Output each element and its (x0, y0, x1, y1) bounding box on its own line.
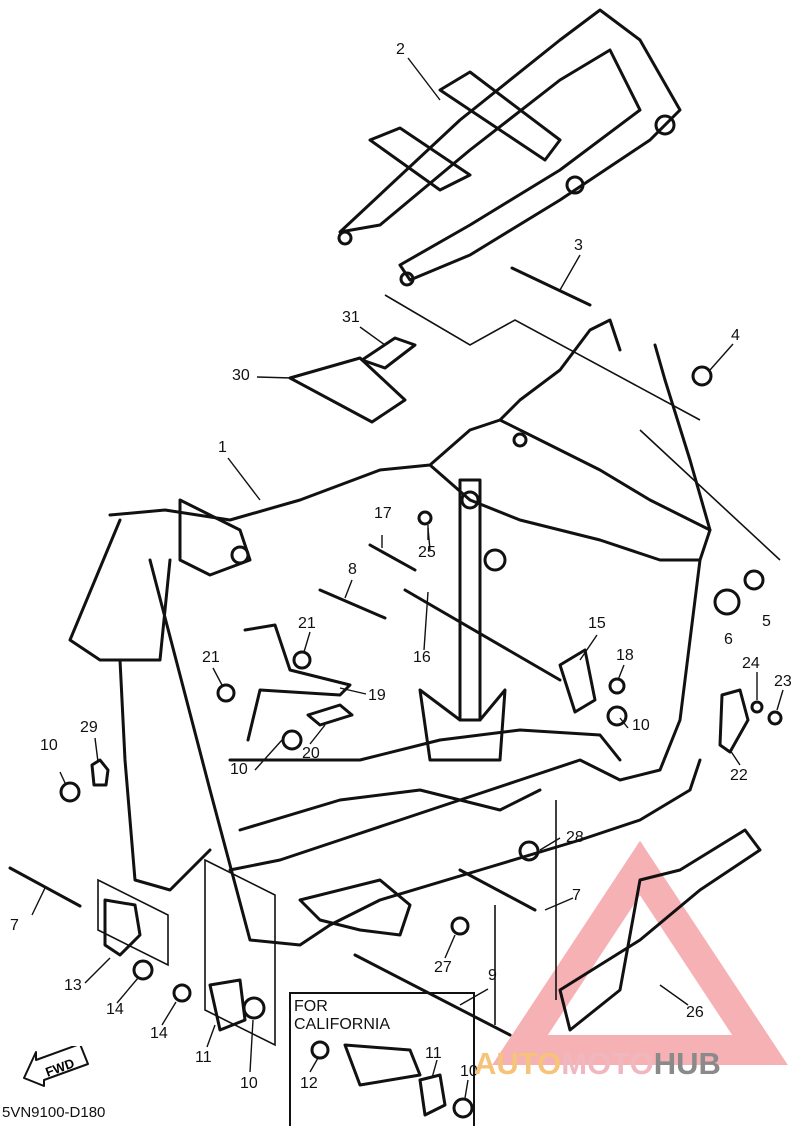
leader-lines (31, 57, 784, 1099)
part-1-main-frame (68, 318, 712, 947)
part-11-bracket-a (208, 978, 247, 1032)
small-parts (8, 266, 783, 1119)
part-17-bolt (368, 543, 417, 572)
part-19-stay (243, 623, 352, 742)
callout-21-right: 21 (298, 615, 316, 632)
part-16-shaft (403, 588, 562, 682)
watermark-moto: MOTO (561, 1046, 654, 1081)
callout-14-a: 14 (106, 1001, 124, 1018)
callout-25: 25 (418, 544, 436, 561)
part-25-bolt (417, 510, 433, 526)
callout-28: 28 (566, 829, 584, 846)
callout-22: 22 (730, 767, 748, 784)
callout-2: 2 (396, 41, 405, 58)
callout-12: 12 (300, 1075, 318, 1092)
callout-20: 20 (302, 745, 320, 762)
part-15-bracket (558, 648, 597, 714)
callout-7-right: 7 (572, 887, 581, 904)
part-21-bolt-right (292, 650, 312, 670)
callout-9: 9 (488, 967, 497, 984)
part-18-nut (608, 677, 626, 695)
part-code: 5VN9100-D180 (2, 1104, 106, 1121)
callout-18: 18 (616, 647, 634, 664)
callout-14-b: 14 (150, 1025, 168, 1042)
callout-13: 13 (64, 977, 82, 994)
callout-3: 3 (574, 237, 583, 254)
part-3-bolt (510, 266, 592, 307)
callout-17: 17 (374, 505, 392, 522)
callout-10-right: 10 (632, 717, 650, 734)
callout-19: 19 (368, 687, 386, 704)
part-7-bolt-right (458, 868, 537, 912)
callout-24: 24 (742, 655, 760, 672)
part-14-bolt-b (172, 983, 192, 1003)
part-12-bolt (310, 1040, 330, 1060)
watermark-hub: HUB (653, 1046, 721, 1081)
callout-10-mid: 10 (230, 761, 248, 778)
callout-27: 27 (434, 959, 452, 976)
callout-11-a: 11 (195, 1049, 212, 1066)
callout-30: 30 (232, 367, 250, 384)
part-6-cap (713, 588, 741, 616)
part-29-cap (90, 758, 110, 787)
fwd-arrow-icon: FWD (23, 1046, 89, 1087)
callout-6: 6 (724, 631, 733, 648)
callout-29: 29 (80, 719, 98, 736)
part-10-nut-california (452, 1097, 474, 1119)
part-14-bolt-a (132, 959, 154, 981)
callout-5: 5 (762, 613, 771, 630)
california-box (289, 992, 475, 1126)
watermark-triangle (492, 840, 788, 1065)
part-8-bolt (318, 588, 387, 620)
callout-7-left: 7 (10, 917, 19, 934)
part-9-rod (353, 953, 512, 1037)
callout-10-left: 10 (40, 737, 58, 754)
part-10-nut-left (59, 781, 81, 803)
part-11-bracket-b (418, 1073, 447, 1117)
part-5-bolt (743, 569, 765, 591)
part-21-bolt-left (216, 683, 236, 703)
reference-lines (97, 294, 781, 1047)
callout-11-b: 11 (425, 1045, 442, 1062)
part-23-bolt (767, 710, 783, 726)
part-28-cap (518, 840, 540, 862)
part-13-bracket (103, 898, 142, 957)
part-2-swingarm (337, 8, 682, 287)
part-20-plate (306, 703, 354, 727)
callout-26: 26 (686, 1004, 704, 1021)
part-22-bracket (718, 688, 750, 754)
part-california-bracket (343, 1043, 422, 1087)
part-31-clip (360, 336, 417, 370)
part-24-washer (750, 700, 764, 714)
callout-21-left: 21 (202, 649, 220, 666)
callout-16: 16 (413, 649, 431, 666)
part-10-nut-right (606, 705, 628, 727)
callout-31: 31 (342, 309, 360, 326)
part-7-bolt-left (8, 866, 82, 908)
callout-1: 1 (218, 439, 227, 456)
callout-15: 15 (588, 615, 606, 632)
watermark-logo: AUTOMOTOHUB (474, 1046, 721, 1082)
callout-8: 8 (348, 561, 357, 578)
part-10-nut-bottom (242, 996, 266, 1020)
part-27-bolt (450, 916, 470, 936)
watermark-auto: AUTO (474, 1046, 562, 1081)
callout-23: 23 (774, 673, 792, 690)
part-4-nut (691, 365, 713, 387)
part-26-bracket (558, 828, 762, 1032)
callout-4: 4 (731, 327, 740, 344)
part-30-plate (288, 356, 407, 424)
callout-10-bottom: 10 (240, 1075, 258, 1092)
part-10-nut-mid (281, 729, 303, 751)
